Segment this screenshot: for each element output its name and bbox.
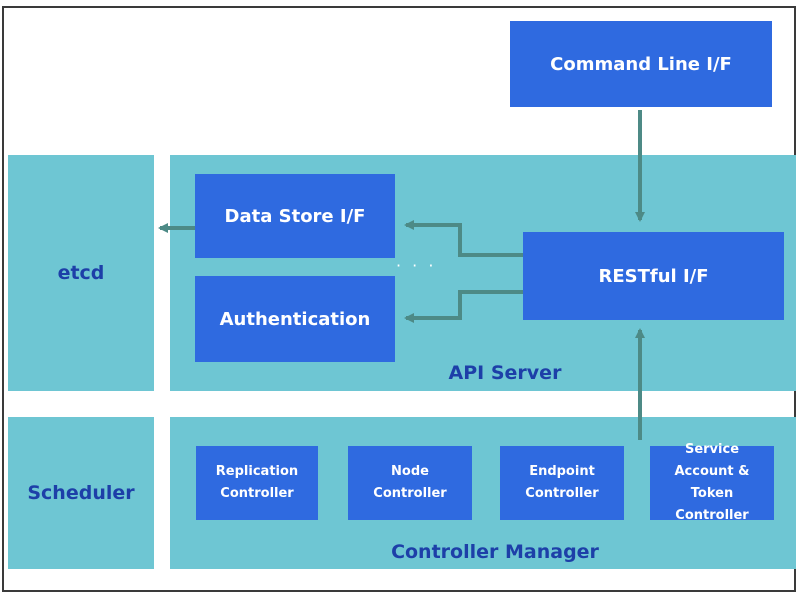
authentication-label: Authentication <box>219 308 371 330</box>
scheduler-panel <box>8 417 154 569</box>
authentication-box: Authentication <box>195 276 395 362</box>
arrow-restful-to-datastore <box>404 220 523 257</box>
service-account-token-controller-label: Service Account & Token Controller <box>674 442 750 523</box>
node-controller-box: Node Controller <box>348 446 472 520</box>
etcd-label: etcd <box>57 262 105 284</box>
restful-interface-box: RESTful I/F <box>523 232 784 320</box>
scheduler-label: Scheduler <box>27 482 135 504</box>
replication-controller-box: Replication Controller <box>196 446 318 520</box>
api-server-title: API Server <box>448 362 562 384</box>
command-line-label: Command Line I/F <box>550 53 732 75</box>
node-controller-label: Node Controller <box>373 464 447 501</box>
data-store-label: Data Store I/F <box>224 205 366 227</box>
etcd-panel <box>8 155 154 391</box>
endpoint-controller-label: Endpoint Controller <box>525 464 599 501</box>
command-line-interface-box: Command Line I/F <box>510 21 772 107</box>
arrow-restful-to-authentication <box>404 290 523 323</box>
service-account-token-controller-box: Service Account & Token Controller <box>650 442 774 523</box>
more-components-ellipsis: · · · <box>396 256 437 275</box>
data-store-interface-box: Data Store I/F <box>195 174 395 258</box>
restful-label: RESTful I/F <box>598 265 709 287</box>
endpoint-controller-box: Endpoint Controller <box>500 446 624 520</box>
replication-controller-label: Replication Controller <box>215 464 299 501</box>
controller-manager-title: Controller Manager <box>391 541 599 563</box>
